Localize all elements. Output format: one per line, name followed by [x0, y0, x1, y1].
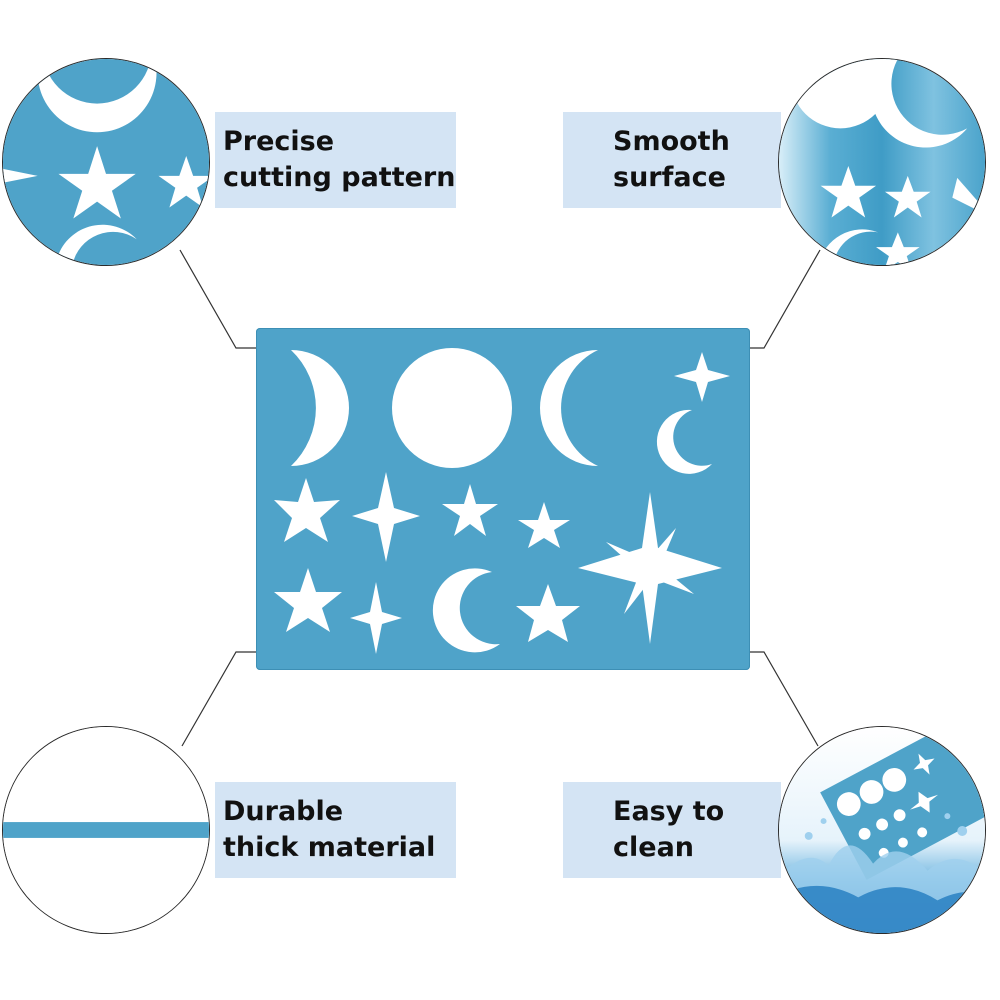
star-cutout — [516, 584, 580, 642]
feature-label-line: cutting pattern — [223, 162, 456, 193]
four-point-star-cutout — [674, 352, 730, 402]
waning-crescent-cutout — [540, 350, 598, 466]
feature-label-line: Easy to — [613, 796, 725, 827]
moon-star-stencil — [256, 328, 750, 670]
small-crescent-cutout — [656, 409, 712, 474]
four-point-star-cutout — [350, 582, 402, 654]
star-cutout — [274, 568, 342, 632]
feature-label-smooth-surface: Smooth surface — [563, 112, 781, 208]
stencil-cutouts — [274, 348, 730, 654]
feature-label-line: clean — [613, 832, 695, 863]
star-moon-closeup-icon — [2, 58, 210, 266]
feature-label-line: thick material — [223, 832, 436, 863]
feature-label-line: Durable — [223, 796, 344, 827]
thickness-bar-icon — [2, 726, 210, 934]
star-cutout — [274, 478, 340, 542]
feature-label-durable-material: Durable thick material — [215, 782, 456, 878]
star-cutout — [442, 484, 498, 536]
feature-label-line: Precise — [223, 126, 335, 157]
feature-label-line: surface — [613, 162, 726, 193]
full-moon-cutout — [392, 348, 512, 468]
waxing-crescent-cutout — [291, 350, 349, 466]
glossy-surface-closeup-icon — [778, 58, 986, 266]
feature-label-easy-clean: Easy to clean — [563, 782, 781, 878]
water-splash-icon — [778, 726, 986, 934]
eight-point-star-cutout-diagonal — [606, 528, 694, 614]
crescent-cutout — [432, 568, 500, 653]
feature-label-precise-cutting: Precise cutting pattern — [215, 112, 456, 208]
feature-label-line: Smooth — [613, 126, 730, 157]
star-cutout — [518, 502, 570, 548]
four-point-star-cutout — [352, 472, 420, 562]
